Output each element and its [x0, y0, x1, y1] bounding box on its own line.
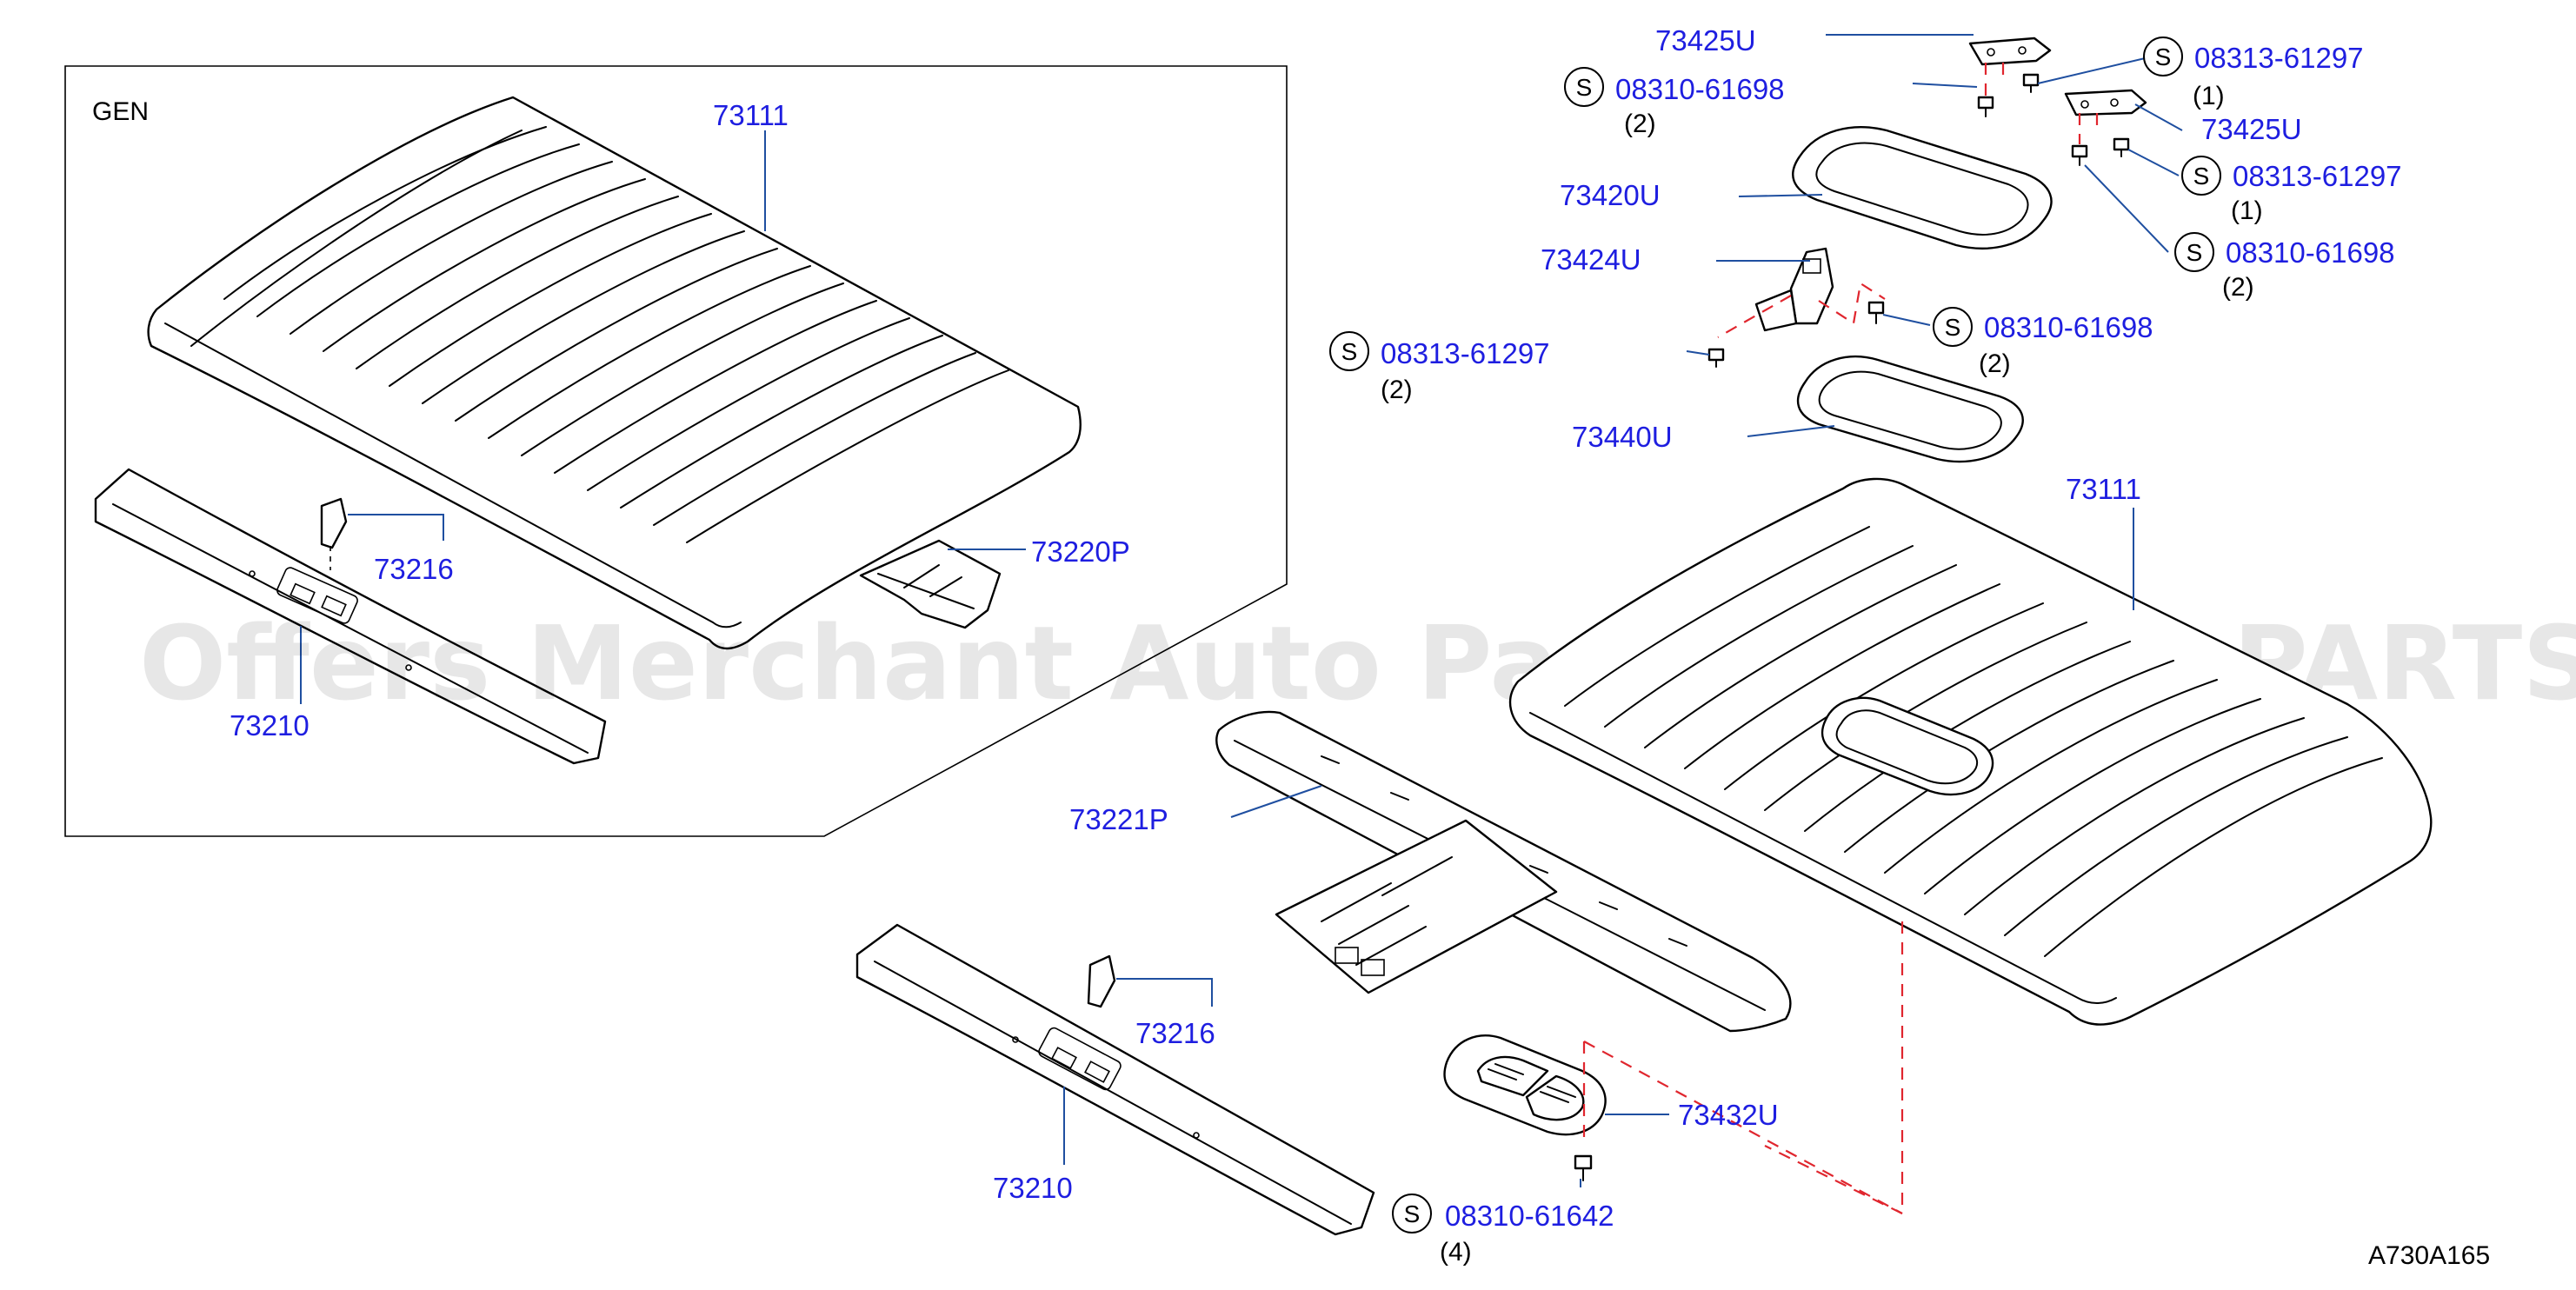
screw-s7-qty: (4): [1440, 1238, 1472, 1267]
frame-upper-leader: [1738, 194, 1823, 197]
main-rail-label: 73221P: [1069, 803, 1168, 835]
screw-icon: [2071, 144, 2088, 166]
screw-s3-circle: [2181, 156, 2221, 196]
gen-bracket-leader: [348, 514, 444, 541]
sunroof-frame-lower: [1796, 356, 2024, 463]
screw-s4-part: 08310-61698: [2226, 236, 2395, 269]
main-bracket-leader: [1116, 978, 1213, 1007]
main-roof-panel: [1508, 477, 2433, 1026]
sunroof-bracket-b: [2064, 89, 2147, 116]
gen-roof-label: 73111: [713, 99, 789, 131]
gen-roof-panel: [147, 96, 1082, 650]
hinge-dash: [1717, 282, 1886, 338]
screw-s5-qty: (2): [1979, 349, 2011, 378]
frame-lower-leader: [1747, 425, 1835, 437]
screw-s2-part: 08310-61698: [1615, 73, 1785, 105]
screw-s4-symbol: S: [2187, 239, 2203, 266]
bracket-a-dash: [1984, 63, 2005, 96]
screw-s3-part: 08313-61297: [2233, 160, 2402, 192]
screw-s5-circle: [1933, 307, 1973, 347]
sunroof-bracket-a: [1968, 37, 2052, 66]
screw-s1-qty: (1): [2193, 82, 2225, 110]
gen-inset-frame: [64, 65, 1288, 837]
screw-s5-part: 08310-61698: [1984, 311, 2153, 343]
screw-s6-leader: [1686, 350, 1710, 356]
screw-s1-circle: [2143, 37, 2183, 76]
screw-s6-qty: (2): [1381, 376, 1413, 404]
diagram-code: A730A165: [2368, 1241, 2490, 1270]
sunroof-hinge: [1754, 247, 1834, 332]
main-bow-label: 73210: [993, 1172, 1073, 1204]
screw-s2-qty: (2): [1624, 110, 1656, 138]
gen-bow-label: 73210: [230, 709, 310, 741]
lamp-label: 73432U: [1678, 1099, 1779, 1131]
frame-upper-label: 73420U: [1560, 179, 1661, 211]
screw-s7-circle: [1392, 1194, 1432, 1233]
interior-lamp: [1443, 1034, 1607, 1136]
screw-s3-qty: (1): [2231, 196, 2263, 225]
screw-s2-leader: [1912, 83, 1978, 88]
screw-s1-part: 08313-61297: [2194, 42, 2364, 74]
screw-s5-symbol: S: [1945, 314, 1961, 341]
screw-s5-leader: [1882, 314, 1931, 326]
roof-reinforcement-plate: [1275, 819, 1558, 994]
main-roof-label: 73111: [2066, 473, 2141, 505]
screw-s4-qty: (2): [2222, 273, 2254, 302]
gen-bracket-label: 73216: [374, 553, 454, 585]
screw-icon: [1867, 301, 1885, 324]
bracket-a-label: 73425U: [1655, 24, 1756, 57]
lamp-dash: [1582, 1041, 1903, 1214]
screw-s2-circle: [1564, 67, 1604, 107]
main-bracket-label: 73216: [1135, 1017, 1215, 1049]
screw-icon: [1707, 348, 1725, 368]
screw-icon: [1574, 1154, 1593, 1181]
screw-s6-part: 08313-61297: [1381, 337, 1550, 369]
bracket-b-label: 73425U: [2201, 113, 2302, 145]
gen-variant-label: GEN: [92, 97, 149, 126]
screw-s7-part: 08310-61642: [1445, 1200, 1614, 1232]
screw-s4-circle: [2174, 232, 2214, 272]
bracket-b-dash: [2078, 113, 2099, 144]
screw-s1-symbol: S: [2155, 43, 2172, 70]
main-roof-bow: [855, 923, 1375, 1236]
sunroof-frame-upper: [1792, 126, 2053, 249]
main-rail-leader: [1230, 785, 1322, 818]
gen-rail-label: 73220P: [1031, 535, 1130, 568]
screw-icon: [2113, 137, 2130, 157]
screw-s7-symbol: S: [1404, 1200, 1421, 1227]
hinge-label: 73424U: [1541, 243, 1641, 276]
screw-s6-symbol: S: [1341, 338, 1358, 365]
gen-roof-bow: [94, 468, 607, 765]
screw-s1-leader: [2037, 55, 2157, 84]
screw-s2-symbol: S: [1576, 74, 1593, 101]
screw-s3-symbol: S: [2193, 163, 2210, 190]
gen-roof-rail: [859, 539, 1002, 629]
screw-icon: [1977, 96, 1994, 117]
screw-s4-leader: [2084, 164, 2169, 253]
roof-mount-dash: [1764, 921, 1904, 1215]
frame-lower-label: 73440U: [1572, 421, 1673, 453]
bracket-b-leader: [2134, 103, 2183, 131]
gen-bow-bracket: [320, 497, 348, 549]
screw-s6-circle: [1329, 331, 1369, 371]
screw-icon: [2022, 73, 2040, 93]
screw-s3-leader: [2127, 149, 2180, 176]
main-bow-bracket: [1087, 954, 1116, 1008]
